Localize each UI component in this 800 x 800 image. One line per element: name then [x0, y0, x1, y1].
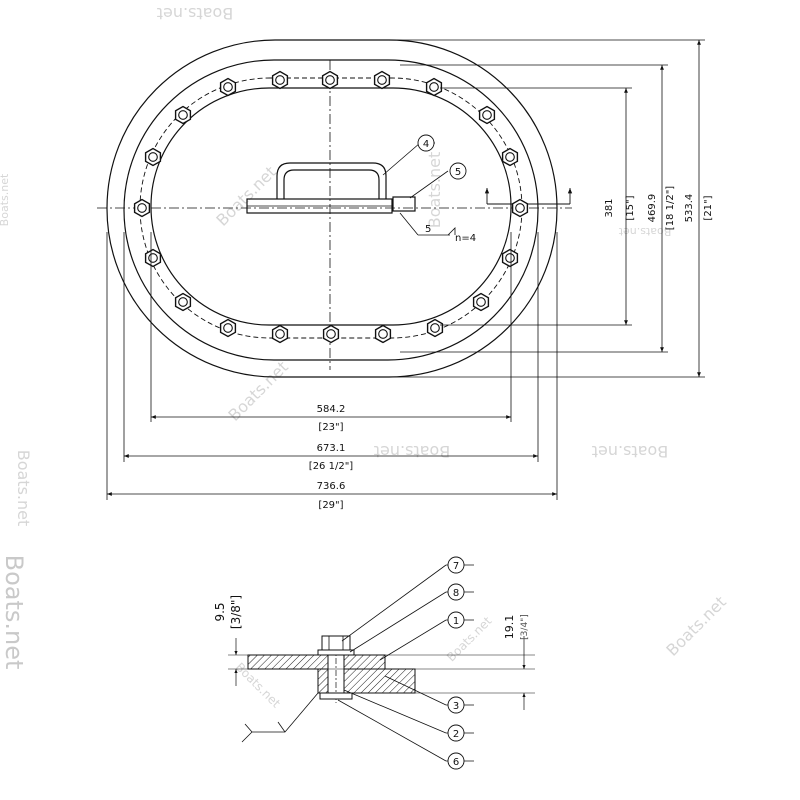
section-callout-bubble-7 [447, 556, 465, 574]
bolt-nut-hole-15 [178, 297, 188, 307]
bolt-nut-hole-11 [378, 329, 388, 339]
bolt-nut-hole-13 [275, 329, 285, 339]
width-mid-mm: 673.1 [317, 443, 346, 454]
bolt-nut-hole-19 [178, 110, 188, 120]
section-dimension-texts: 9.5 [3/8"] 19.1 [3/4"] [213, 595, 530, 640]
watermark-left-mid: Boats.net [14, 450, 33, 527]
section-callout-bubble-3 [447, 696, 465, 714]
handle-pad [392, 196, 416, 212]
dimension-width-mid [123, 232, 539, 462]
watermark-top: Boats.net [157, 4, 234, 23]
bolt-nut-hole-1 [275, 75, 285, 85]
dimension-width-inner [150, 232, 512, 422]
coaming-outline [150, 87, 512, 326]
section-callout-leader-1 [379, 619, 447, 661]
cover-plate [247, 654, 386, 670]
total-thickness-in: [3/4"] [520, 614, 530, 640]
weld-size-label: 5 [425, 224, 431, 235]
section-callout-label-3: 3 [453, 701, 459, 712]
watermark-far-right: Boats.net [592, 442, 669, 461]
bolt-nut-hole-9 [476, 297, 486, 307]
watermark-bottom-right: Boats.net [662, 592, 730, 660]
plate-thickness-mm: 9.5 [213, 602, 227, 621]
bolt-nut-hole-14 [223, 323, 233, 333]
section-callout-bubble-6 [447, 752, 465, 770]
height-outer-in: [21"] [703, 195, 714, 220]
plate-thickness-in: [3/8"] [229, 595, 243, 629]
watermarks: Boats.net Boats.net Boats.net Boats.net … [0, 4, 730, 711]
dimension-height-outer [330, 39, 705, 378]
height-mid-mm: 469.9 [647, 194, 658, 223]
bolt-nut-hole-6 [505, 152, 515, 162]
watermark-right-mid: Boats.net [618, 225, 671, 238]
flange-second-outline [123, 59, 539, 361]
section-callout-leader-7 [341, 564, 447, 642]
callout-5-label: 5 [455, 167, 461, 178]
bolt-nut-hole-2 [325, 75, 335, 85]
bolt-nut-hole-4 [429, 82, 439, 92]
width-mid-in: [26 1/2"] [309, 461, 353, 472]
section-callout-bubble-2 [447, 724, 465, 742]
bolt-nut-hole-3 [377, 75, 387, 85]
width-inner-mm: 584.2 [317, 404, 346, 415]
width-outer-in: [29"] [318, 500, 343, 511]
section-callout-leader-8 [349, 591, 447, 653]
watermark-mid-right: Boats.net [374, 442, 451, 461]
callout-4: 4 [382, 134, 435, 176]
watermark-center-2: Boats.net [425, 152, 444, 229]
dimension-height-inner [440, 87, 632, 326]
callout-4-label: 4 [423, 139, 429, 150]
height-inner-in: [15"] [625, 195, 636, 220]
handle-bar-outer [276, 162, 387, 199]
lifting-handle [246, 162, 393, 214]
watermark-left-big: Boats.net [0, 555, 28, 670]
section-callout-leader-6 [337, 699, 447, 762]
bolt-nut-hole-5 [482, 110, 492, 120]
bolt-nut-hole-8 [505, 253, 515, 263]
weld-count-label: n=4 [455, 233, 476, 244]
bolt-nut-hole-12 [326, 329, 336, 339]
bolt-nut-hole-17 [137, 203, 147, 213]
bolt-nut-hole-7 [515, 203, 525, 213]
total-thickness-mm: 19.1 [503, 615, 516, 640]
width-inner-in: [23"] [318, 422, 343, 433]
height-outer-mm: 533.4 [684, 194, 695, 223]
section-callout-leader-2 [343, 689, 447, 734]
section-callout-leader-3 [384, 675, 447, 706]
width-outer-mm: 736.6 [317, 481, 346, 492]
bolt-nut [319, 692, 353, 700]
section-callout-bubble-1 [447, 611, 465, 629]
dimension-height-mid [400, 64, 668, 353]
bolt-nut-hole-20 [223, 82, 233, 92]
section-callout-label-7: 7 [453, 561, 459, 572]
plan-dimension-texts: 584.2 [23"] 673.1 [26 1/2"] 736.6 [29"] … [309, 186, 714, 511]
section-callout-label-1: 1 [453, 616, 459, 627]
watermark-left-small: Boats.net [0, 173, 11, 226]
watermark-center-1: Boats.net [212, 162, 280, 230]
bolt-nut-hole-16 [148, 253, 158, 263]
watermark-center-low: Boats.net [224, 357, 292, 425]
weld-symbol: 5 n=4 [399, 212, 476, 244]
plan-view: 4 5 5 n=4 [97, 39, 705, 500]
section-callout-bubble-8 [447, 583, 465, 601]
bolt-nut-hole-18 [148, 152, 158, 162]
section-callout-label-8: 8 [453, 588, 459, 599]
section-callout-label-6: 6 [453, 757, 459, 768]
height-inner-mm: 381 [604, 198, 615, 217]
section-view [228, 635, 535, 743]
section-callouts: 7 8 1 3 2 6 [337, 556, 474, 770]
bolt-nut-hole-10 [430, 323, 440, 333]
washer [317, 649, 355, 656]
section-callout-label-2: 2 [453, 729, 459, 740]
section-weld-leader [241, 692, 319, 743]
callout-5: 5 [409, 162, 467, 199]
handle-bar-inner [283, 169, 380, 199]
bolt-nuts [133, 70, 529, 344]
height-mid-in: [18 1/2"] [665, 186, 676, 230]
dimension-width-outer [106, 232, 558, 500]
